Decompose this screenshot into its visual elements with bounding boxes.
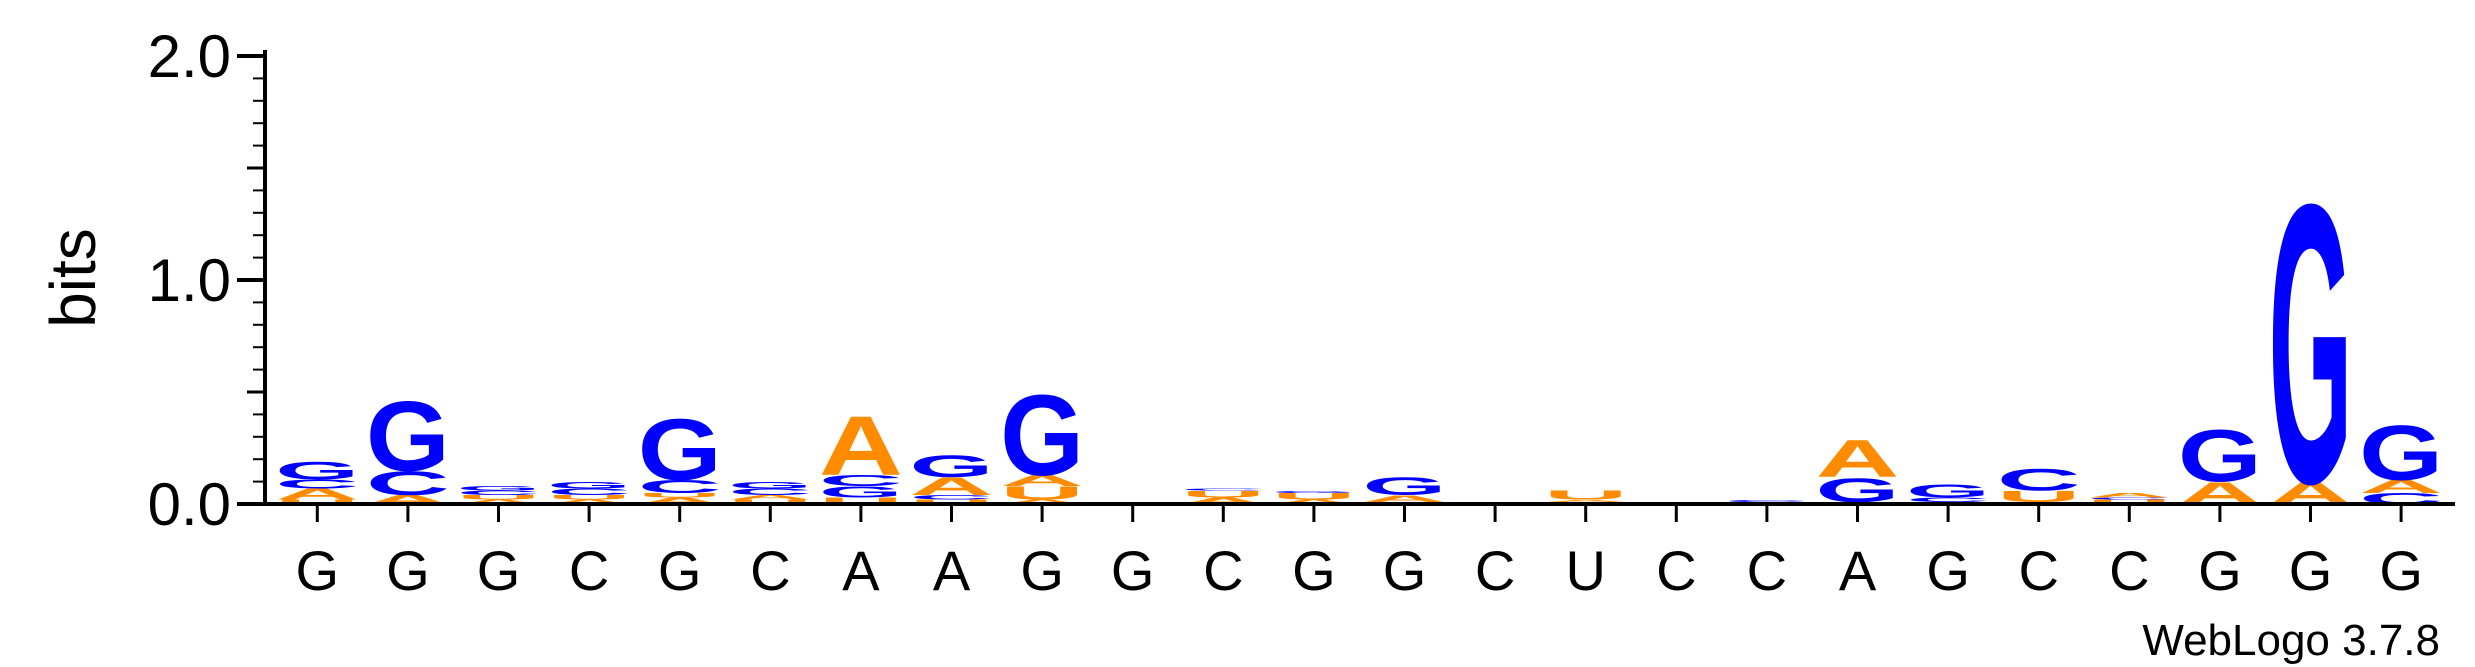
logo-letter-pos11-C: C: [1181, 488, 1265, 491]
logo-letter-stacks: UACGACGAUCGAUCGAUCGUACGUGCAUCAGAUAGAUCAU…: [275, 121, 2443, 566]
x-position-label-17: C: [1747, 539, 1787, 602]
x-position-label-11: C: [1203, 539, 1243, 602]
logo-letter-pos2-G: G: [366, 381, 450, 492]
x-position-label-4: C: [569, 539, 609, 602]
y-tick-label-2: 2.0: [148, 23, 231, 90]
logo-letter-pos13-A: A: [1363, 493, 1447, 503]
logo-letter-pos7-C: C: [819, 472, 903, 489]
logo-letter-pos6-C: C: [728, 487, 812, 497]
logo-letter-pos21-C: C: [2087, 497, 2171, 500]
logo-letter-pos1-A: A: [275, 485, 359, 502]
logo-letter-pos12-G: G: [1272, 490, 1356, 493]
x-position-label-21: C: [2109, 539, 2149, 602]
logo-letter-pos9-A: A: [1000, 472, 1084, 489]
x-position-label-12: G: [1292, 539, 1336, 602]
x-position-label-13: G: [1383, 539, 1427, 602]
logo-letter-pos7-G: G: [819, 483, 903, 500]
logo-letter-pos5-C: C: [638, 476, 722, 497]
x-position-label-9: G: [1020, 539, 1064, 602]
logo-letter-pos8-C: C: [910, 494, 994, 501]
logo-letter-pos15-A: A: [1544, 499, 1628, 502]
logo-letter-pos15-U: U: [1544, 488, 1628, 502]
logo-letter-pos4-C: C: [547, 487, 631, 497]
logo-letter-pos1-G: G: [275, 457, 359, 485]
weblogo-version-label: WebLogo 3.7.8: [2142, 616, 2440, 665]
logo-letter-pos3-U: U: [457, 494, 541, 501]
x-position-label-3: G: [477, 539, 521, 602]
x-position-label-16: C: [1656, 539, 1696, 602]
logo-letter-pos5-U: U: [638, 492, 722, 499]
logo-letter-pos6-G: G: [728, 480, 812, 490]
logo-letter-pos4-U: U: [547, 494, 631, 501]
logo-letter-pos19-C: C: [1906, 496, 1990, 503]
logo-letter-pos17-C: C: [1725, 499, 1809, 502]
logo-letter-pos4-G: G: [547, 480, 631, 490]
logo-letter-pos3-A: A: [457, 498, 541, 505]
x-position-label-10: G: [1111, 539, 1155, 602]
x-position-label-1: G: [296, 539, 340, 602]
x-position-label-22: G: [2198, 539, 2242, 602]
x-position-label-24: G: [2379, 539, 2423, 602]
logo-letter-pos7-A: A: [819, 400, 903, 494]
logo-letter-pos22-G: G: [2178, 414, 2262, 498]
logo-letter-pos12-A: A: [1272, 498, 1356, 505]
logo-letter-pos8-G: G: [910, 449, 994, 484]
x-position-label-18: A: [1839, 539, 1877, 602]
y-tick-label-1: 1.0: [148, 247, 231, 314]
logo-letter-pos21-U: U: [2087, 498, 2171, 505]
x-position-label-20: C: [2018, 539, 2058, 602]
logo-letter-pos8-A: A: [910, 473, 994, 501]
logo-letter-pos7-U: U: [819, 496, 903, 506]
logo-letter-pos20-U: U: [1997, 488, 2081, 505]
logo-letter-pos21-A: A: [2087, 492, 2171, 499]
x-position-label-6: C: [750, 539, 790, 602]
logo-letter-pos3-C: C: [457, 489, 541, 496]
logo-letter-pos12-U: U: [1272, 491, 1356, 501]
x-position-label-8: A: [933, 539, 971, 602]
x-position-label-19: G: [1926, 539, 1970, 602]
logo-letter-pos11-A: A: [1181, 496, 1265, 506]
logo-letter-pos1-C: C: [275, 477, 359, 491]
logo-letter-pos1-U: U: [275, 498, 359, 505]
logo-letter-pos5-A: A: [638, 496, 722, 506]
logo-letter-pos2-C: C: [366, 464, 450, 502]
logo-letter-pos8-U: U: [910, 498, 994, 505]
logo-letter-pos6-A: A: [728, 494, 812, 501]
logo-letter-pos18-A: A: [1816, 430, 1900, 489]
x-position-label-14: C: [1475, 539, 1515, 602]
logo-letter-pos19-G: G: [1906, 481, 1990, 502]
x-position-label-2: G: [386, 539, 430, 602]
x-position-label-23: G: [2289, 539, 2333, 602]
logo-letter-pos3-G: G: [457, 485, 541, 492]
logo-letter-pos13-G: G: [1363, 472, 1447, 500]
logo-letter-pos4-A: A: [547, 498, 631, 505]
logo-letter-pos11-U: U: [1181, 489, 1265, 499]
logo-letter-pos23-G: G: [2269, 121, 2353, 566]
logo-letter-pos9-U: U: [1000, 483, 1084, 504]
x-position-label-7: A: [842, 539, 880, 602]
x-position-label-5: G: [658, 539, 702, 602]
logo-letter-pos9-G: G: [1000, 371, 1084, 500]
y-axis-label: bits: [37, 228, 109, 328]
x-position-label-15: U: [1565, 539, 1605, 602]
logo-letter-pos9-A: A: [1000, 498, 1084, 505]
logo-letter-pos20-C: C: [1997, 463, 2081, 498]
logo-letter-pos6-U: U: [728, 498, 812, 505]
logo-letter-pos24-G: G: [2359, 409, 2443, 496]
logo-letter-pos24-A: A: [2359, 476, 2443, 497]
logo-letter-pos5-G: G: [638, 400, 722, 498]
y-tick-label-0: 0.0: [148, 471, 231, 538]
y-axis: 0.0 1.0 2.0: [148, 23, 267, 538]
